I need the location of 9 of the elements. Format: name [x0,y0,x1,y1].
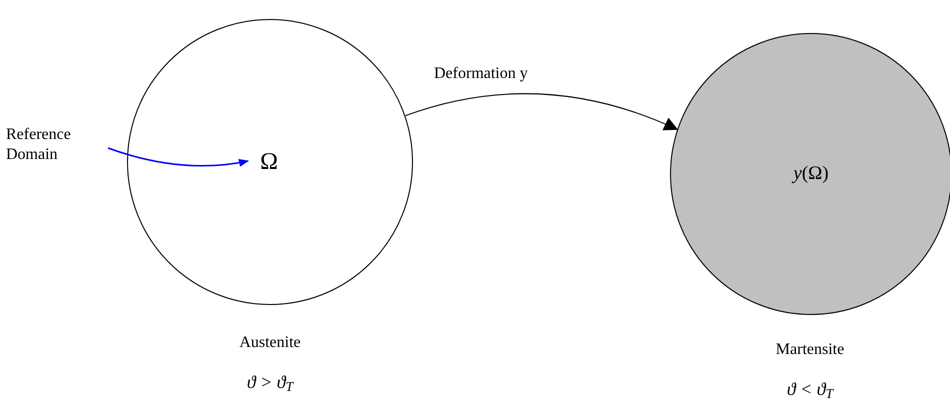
temperature-condition: ϑ < ϑ$_{T}$ [786,378,834,403]
arrow [108,147,249,167]
circle-region: y(Ω) [670,33,950,315]
arrow [404,93,678,131]
phase-caption: Martensite [776,340,844,360]
text-label: Reference Domain [6,124,116,166]
phase-caption: Austenite [239,333,301,353]
text-label: Ω [253,147,285,177]
temperature-condition: ϑ > ϑ$_{T}$ [246,371,294,396]
